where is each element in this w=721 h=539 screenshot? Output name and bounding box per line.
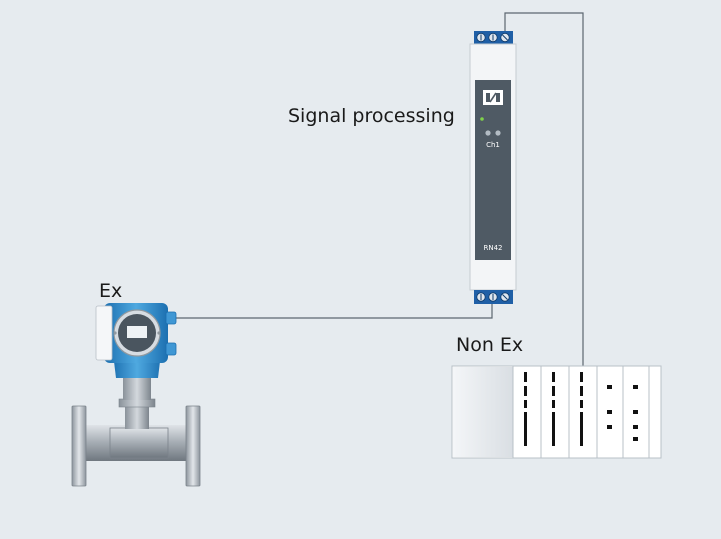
channel-led-2 xyxy=(495,130,501,136)
non-ex-label: Non Ex xyxy=(456,334,524,356)
wire-module-to-plc xyxy=(504,12,584,367)
channel-label: Ch1 xyxy=(486,141,500,149)
brand-logo xyxy=(483,90,503,105)
status-led xyxy=(480,117,484,121)
control-system-rack xyxy=(451,365,662,459)
signal-processing-label: Signal processing xyxy=(288,105,455,127)
ex-label: Ex xyxy=(99,280,123,302)
signal-processing-module: Ch1 RN42 xyxy=(469,31,517,304)
channel-led-1 xyxy=(485,130,491,136)
model-label: RN42 xyxy=(483,244,502,252)
flow-transmitter xyxy=(71,303,201,487)
wire-transmitter-to-module xyxy=(176,304,493,319)
